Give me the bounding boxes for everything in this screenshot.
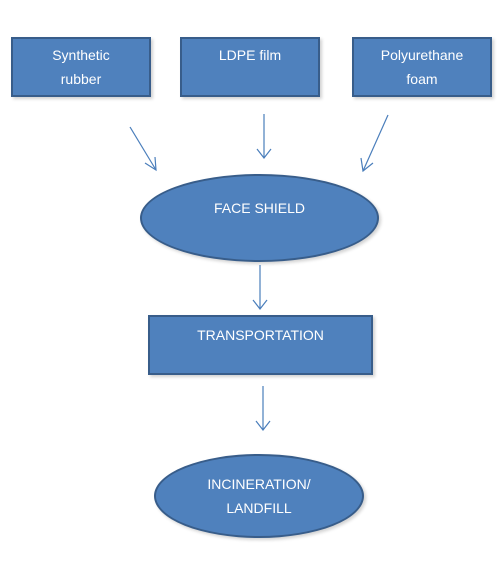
input-label-line: rubber [60,71,102,87]
input-label-line: Polyurethane [380,47,464,63]
arrow-foam-to-face-shield [360,114,389,173]
input-label-ldpe-film: LDPE film [219,43,281,67]
input-label-line: LDPE film [218,47,282,63]
face-shield-node: FACE SHIELD [140,174,379,262]
arrow-rubber-to-face-shield [129,126,157,172]
arrow-face-shield-to-transportation [252,265,268,310]
input-box-ldpe-film: LDPE film [180,37,320,97]
input-label-line: Synthetic [52,47,110,63]
incineration-landfill-node: INCINERATION/ LANDFILL [154,454,364,538]
arrow-ldpe-to-face-shield [256,114,272,159]
input-label-synthetic-rubber: Synthetic rubber [52,43,110,91]
arrow-transportation-to-disposal [255,386,271,431]
input-box-synthetic-rubber: Synthetic rubber [11,37,151,97]
transportation-label: TRANSPORTATION [197,327,324,343]
input-box-polyurethane-foam: Polyurethane foam [352,37,492,97]
input-label-line: foam [406,71,438,87]
disposal-label-line: LANDFILL [226,500,292,516]
transportation-node: TRANSPORTATION [148,315,373,375]
disposal-label-line: INCINERATION/ [207,476,311,492]
face-shield-label: FACE SHIELD [213,200,306,216]
input-label-polyurethane-foam: Polyurethane foam [381,43,464,91]
